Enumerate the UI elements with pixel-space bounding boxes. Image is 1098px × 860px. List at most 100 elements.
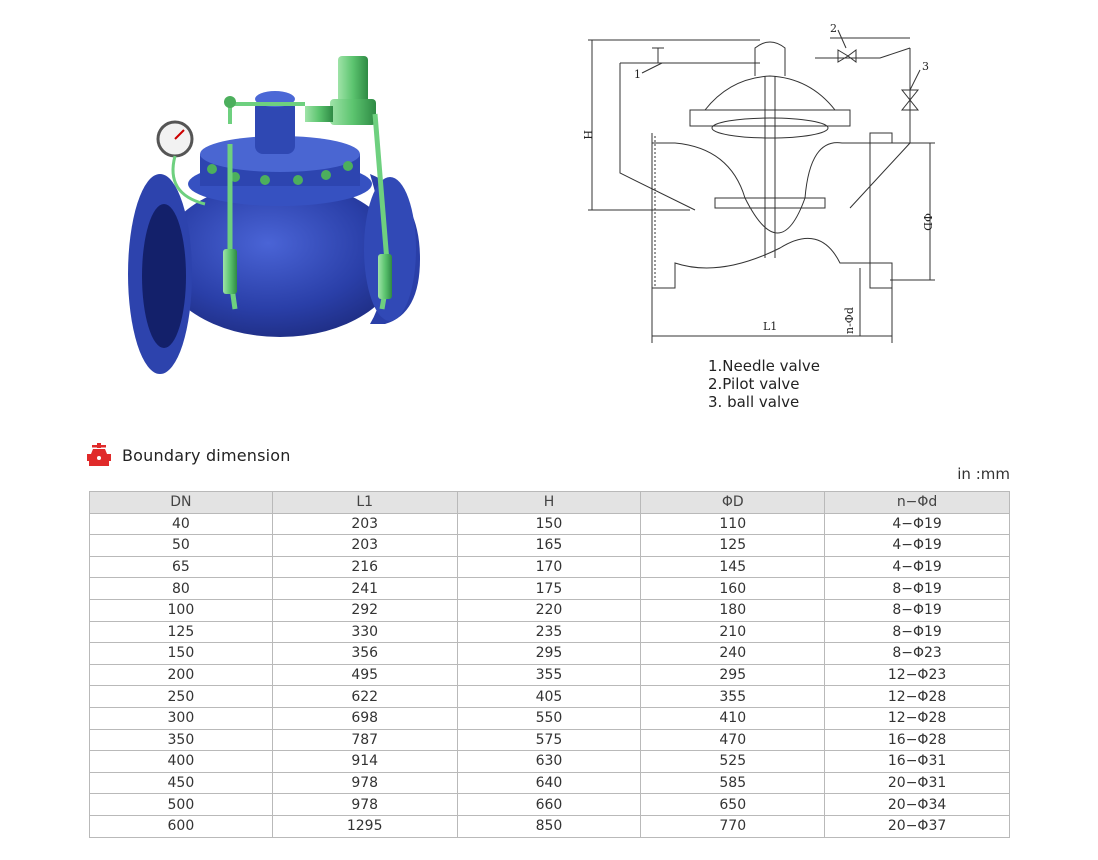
cell-n-phi-d: 8−Φ19 xyxy=(824,620,1010,644)
cell-n-phi-d: 8−Φ23 xyxy=(824,642,1010,665)
cell-phi-d: 145 xyxy=(640,555,826,579)
cell-dn: 300 xyxy=(89,706,273,730)
cell-dn: 80 xyxy=(89,577,273,600)
callout-2-label: 2 xyxy=(830,22,837,35)
cell-l1: 698 xyxy=(271,706,458,730)
cell-h: 660 xyxy=(456,793,642,816)
col-header-phi-d: ΦD xyxy=(640,491,826,514)
callout-3-label: 3 xyxy=(922,60,929,73)
valve-product-image xyxy=(128,56,420,374)
cell-n-phi-d: 4−Φ19 xyxy=(824,512,1010,536)
cell-dn: 50 xyxy=(89,534,273,557)
table-header-row: DN L1 H ΦD n−Φd xyxy=(89,491,1010,514)
cell-h: 170 xyxy=(456,555,642,579)
cell-phi-d: 525 xyxy=(640,750,826,773)
cell-h: 405 xyxy=(456,685,642,708)
cell-dn: 450 xyxy=(89,771,273,795)
cell-dn: 40 xyxy=(89,512,273,536)
legend-item-pilot-valve: 2.Pilot valve xyxy=(708,375,800,393)
col-header-dn: DN xyxy=(89,491,273,514)
units-label: in :mm xyxy=(957,465,1010,483)
cell-h: 550 xyxy=(456,706,642,730)
parts-legend: 1.Needle valve 2.Pilot valve 3. ball val… xyxy=(708,357,820,411)
cell-n-phi-d: 12−Φ28 xyxy=(824,706,1010,730)
cell-h: 575 xyxy=(456,728,642,752)
cell-phi-d: 585 xyxy=(640,771,826,795)
cell-dn: 400 xyxy=(89,750,273,773)
legend-item-ball-valve: 3. ball valve xyxy=(708,393,800,411)
cell-h: 175 xyxy=(456,577,642,600)
cell-h: 220 xyxy=(456,598,642,622)
cell-phi-d: 125 xyxy=(640,534,826,557)
cell-l1: 622 xyxy=(271,685,458,708)
cell-phi-d: 240 xyxy=(640,642,826,665)
cell-l1: 978 xyxy=(271,771,458,795)
dim-l1-label: L1 xyxy=(763,320,777,333)
cell-n-phi-d: 8−Φ19 xyxy=(824,598,1010,622)
cell-l1: 203 xyxy=(271,534,458,557)
cell-phi-d: 470 xyxy=(640,728,826,752)
cell-l1: 978 xyxy=(271,793,458,816)
cell-h: 150 xyxy=(456,512,642,536)
section-title: Boundary dimension xyxy=(122,445,291,465)
cell-l1: 495 xyxy=(271,663,458,687)
cell-l1: 330 xyxy=(271,620,458,644)
cell-l1: 914 xyxy=(271,750,458,773)
cell-phi-d: 295 xyxy=(640,663,826,687)
cell-n-phi-d: 4−Φ19 xyxy=(824,555,1010,579)
cell-phi-d: 355 xyxy=(640,685,826,708)
cell-l1: 216 xyxy=(271,555,458,579)
cell-n-phi-d: 8−Φ19 xyxy=(824,577,1010,600)
cell-dn: 500 xyxy=(89,793,273,816)
dim-phi-d-label: ΦD xyxy=(921,213,934,231)
cell-l1: 241 xyxy=(271,577,458,600)
cell-n-phi-d: 16−Φ28 xyxy=(824,728,1010,752)
cell-n-phi-d: 12−Φ23 xyxy=(824,663,1010,687)
cell-dn: 250 xyxy=(89,685,273,708)
cell-h: 295 xyxy=(456,642,642,665)
section-header: Boundary dimension xyxy=(86,442,291,468)
cell-phi-d: 770 xyxy=(640,814,826,838)
cell-phi-d: 160 xyxy=(640,577,826,600)
cell-l1: 787 xyxy=(271,728,458,752)
legend-item-needle-valve: 1.Needle valve xyxy=(708,357,821,375)
cell-phi-d: 110 xyxy=(640,512,826,536)
col-header-n-phi-d: n−Φd xyxy=(824,491,1010,514)
dim-n-phi-d-label: n-Φd xyxy=(843,307,856,334)
cell-dn: 125 xyxy=(89,620,273,644)
col-header-l1: L1 xyxy=(271,491,458,514)
col-header-h: H xyxy=(456,491,642,514)
cell-phi-d: 210 xyxy=(640,620,826,644)
cell-n-phi-d: 16−Φ31 xyxy=(824,750,1010,773)
cell-l1: 356 xyxy=(271,642,458,665)
cell-h: 630 xyxy=(456,750,642,773)
cell-phi-d: 410 xyxy=(640,706,826,730)
cell-dn: 350 xyxy=(89,728,273,752)
cell-dn: 200 xyxy=(89,663,273,687)
cell-l1: 292 xyxy=(271,598,458,622)
cell-phi-d: 650 xyxy=(640,793,826,816)
callout-1-label: 1 xyxy=(634,68,641,81)
cell-phi-d: 180 xyxy=(640,598,826,622)
cell-l1: 1295 xyxy=(271,814,458,838)
cell-h: 850 xyxy=(456,814,642,838)
valve-section-drawing: H ΦD L1 n-Φd 1 2 3 xyxy=(581,22,935,343)
cell-l1: 203 xyxy=(271,512,458,536)
cell-h: 355 xyxy=(456,663,642,687)
